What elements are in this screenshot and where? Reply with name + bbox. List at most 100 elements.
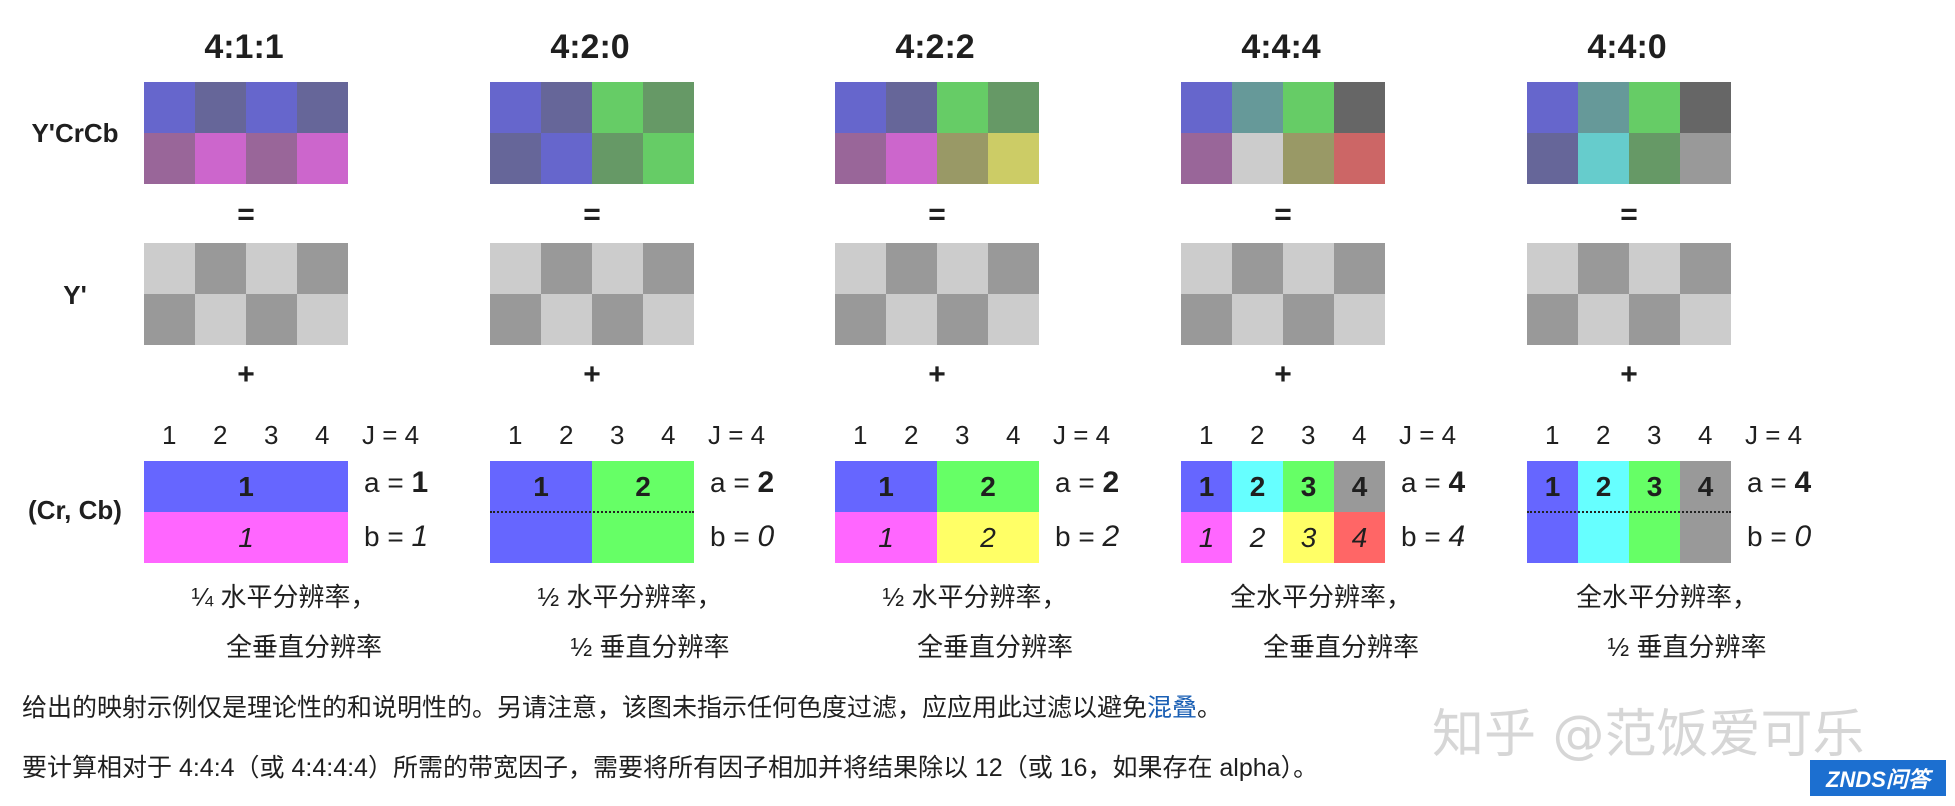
ycrcb-cell	[1181, 82, 1232, 133]
luma-cell	[297, 294, 348, 345]
aliasing-link[interactable]: 混叠	[1147, 694, 1198, 722]
cr-sample: 3	[1629, 461, 1680, 512]
cb-sample	[1629, 512, 1680, 563]
cr-sample: 4	[1334, 461, 1385, 512]
column-number: 3	[955, 420, 970, 450]
luma-cell	[937, 294, 988, 345]
j-label: J = 4	[1745, 420, 1803, 450]
luma-cell	[246, 243, 297, 294]
luma-cell	[1629, 243, 1680, 294]
column-number: 2	[904, 420, 919, 450]
column-number: 1	[162, 420, 177, 450]
a-value: 2	[1102, 466, 1120, 499]
plus-sign: +	[237, 358, 255, 391]
ycrcb-cell	[541, 82, 592, 133]
ycrcb-cell	[1232, 82, 1283, 133]
j-label: J = 4	[362, 420, 420, 450]
column-number: 4	[661, 420, 676, 450]
luma-cell	[1629, 294, 1680, 345]
b-label: b =	[1055, 521, 1095, 552]
ycrcb-cell	[1181, 133, 1232, 184]
b-value-row: b = 4	[1401, 520, 1465, 554]
cr-sample: 2	[1232, 461, 1283, 512]
caption-horizontal: ¼ 水平分辨率，	[191, 582, 377, 612]
column-number: 3	[610, 420, 625, 450]
b-label: b =	[710, 521, 750, 552]
ycrcb-cell	[937, 82, 988, 133]
ycrcb-cell	[1283, 133, 1334, 184]
cr-sample: 2	[592, 461, 694, 512]
a-value-row: a = 4	[1401, 466, 1465, 500]
a-value-row: a = 2	[1055, 466, 1119, 500]
equals-sign: =	[1620, 198, 1638, 231]
cr-sample: 2	[1578, 461, 1629, 512]
luma-cell	[835, 294, 886, 345]
ycrcb-cell	[1527, 133, 1578, 184]
b-label: b =	[1401, 521, 1441, 552]
cr-sample: 1	[835, 461, 937, 512]
luma-cell	[1680, 243, 1731, 294]
ycrcb-cell	[1578, 82, 1629, 133]
column-number: 3	[1301, 420, 1316, 450]
column-number: 3	[264, 420, 279, 450]
ycrcb-cell	[1283, 82, 1334, 133]
luma-cell	[1283, 243, 1334, 294]
j-label: J = 4	[1399, 420, 1457, 450]
ycrcb-cell	[988, 82, 1039, 133]
scheme-title: 4:2:0	[550, 28, 630, 66]
cr-sample: 1	[1181, 461, 1232, 512]
luma-cell	[1181, 243, 1232, 294]
ycrcb-cell	[643, 133, 694, 184]
cb-sample: 1	[144, 512, 348, 563]
ycrcb-cell	[592, 133, 643, 184]
row-label-crcb: (Cr, Cb)	[28, 495, 122, 525]
luma-cell	[1283, 294, 1334, 345]
cr-sample: 2	[937, 461, 1039, 512]
a-value: 4	[1794, 466, 1812, 499]
plus-sign: +	[928, 358, 946, 391]
luma-cell	[1232, 243, 1283, 294]
caption-vertical: 全垂直分辨率	[225, 632, 382, 662]
znds-badge: ZNDS问答	[1810, 760, 1946, 796]
ycrcb-cell	[835, 82, 886, 133]
ycrcb-cell	[195, 133, 246, 184]
b-value-row: b = 2	[1055, 520, 1119, 554]
caption-horizontal: 全水平分辨率，	[1575, 582, 1758, 612]
ycrcb-cell	[988, 133, 1039, 184]
caption-horizontal: ½ 水平分辨率，	[537, 582, 723, 612]
caption-vertical: 全垂直分辨率	[1262, 632, 1419, 662]
luma-cell	[643, 243, 694, 294]
b-value-row: b = 0	[710, 520, 774, 554]
a-label: a =	[1747, 467, 1787, 498]
note-line-1-text: 给出的映射示例仅是理论性的和说明性的。另请注意，该图未指示任何色度过滤，应应用此…	[22, 694, 1148, 722]
ycrcb-cell	[1232, 133, 1283, 184]
ycrcb-cell	[886, 133, 937, 184]
luma-cell	[988, 243, 1039, 294]
luma-cell	[592, 294, 643, 345]
cb-sample: 2	[937, 512, 1039, 563]
column-number: 1	[1199, 420, 1214, 450]
a-value-row: a = 2	[710, 466, 774, 500]
cb-sample: 3	[1283, 512, 1334, 563]
luma-cell	[1232, 294, 1283, 345]
ycrcb-cell	[297, 133, 348, 184]
luma-cell	[195, 243, 246, 294]
caption-vertical: 全垂直分辨率	[916, 632, 1073, 662]
ycrcb-cell	[246, 133, 297, 184]
ycrcb-cell	[1629, 133, 1680, 184]
ycrcb-cell	[1334, 133, 1385, 184]
a-value: 1	[411, 466, 429, 499]
caption-vertical: ½ 垂直分辨率	[1607, 632, 1767, 662]
cb-sample	[592, 512, 694, 563]
caption-horizontal: ½ 水平分辨率，	[882, 582, 1068, 612]
field-divider	[490, 511, 694, 513]
row-label-ycrcb: Y'CrCb	[31, 118, 119, 148]
cb-sample	[1680, 512, 1731, 563]
luma-cell	[1578, 294, 1629, 345]
luma-cell	[835, 243, 886, 294]
scheme-title: 4:2:2	[895, 28, 975, 66]
luma-cell	[1680, 294, 1731, 345]
column-number: 4	[315, 420, 330, 450]
column-number: 2	[1596, 420, 1611, 450]
ycrcb-cell	[490, 82, 541, 133]
